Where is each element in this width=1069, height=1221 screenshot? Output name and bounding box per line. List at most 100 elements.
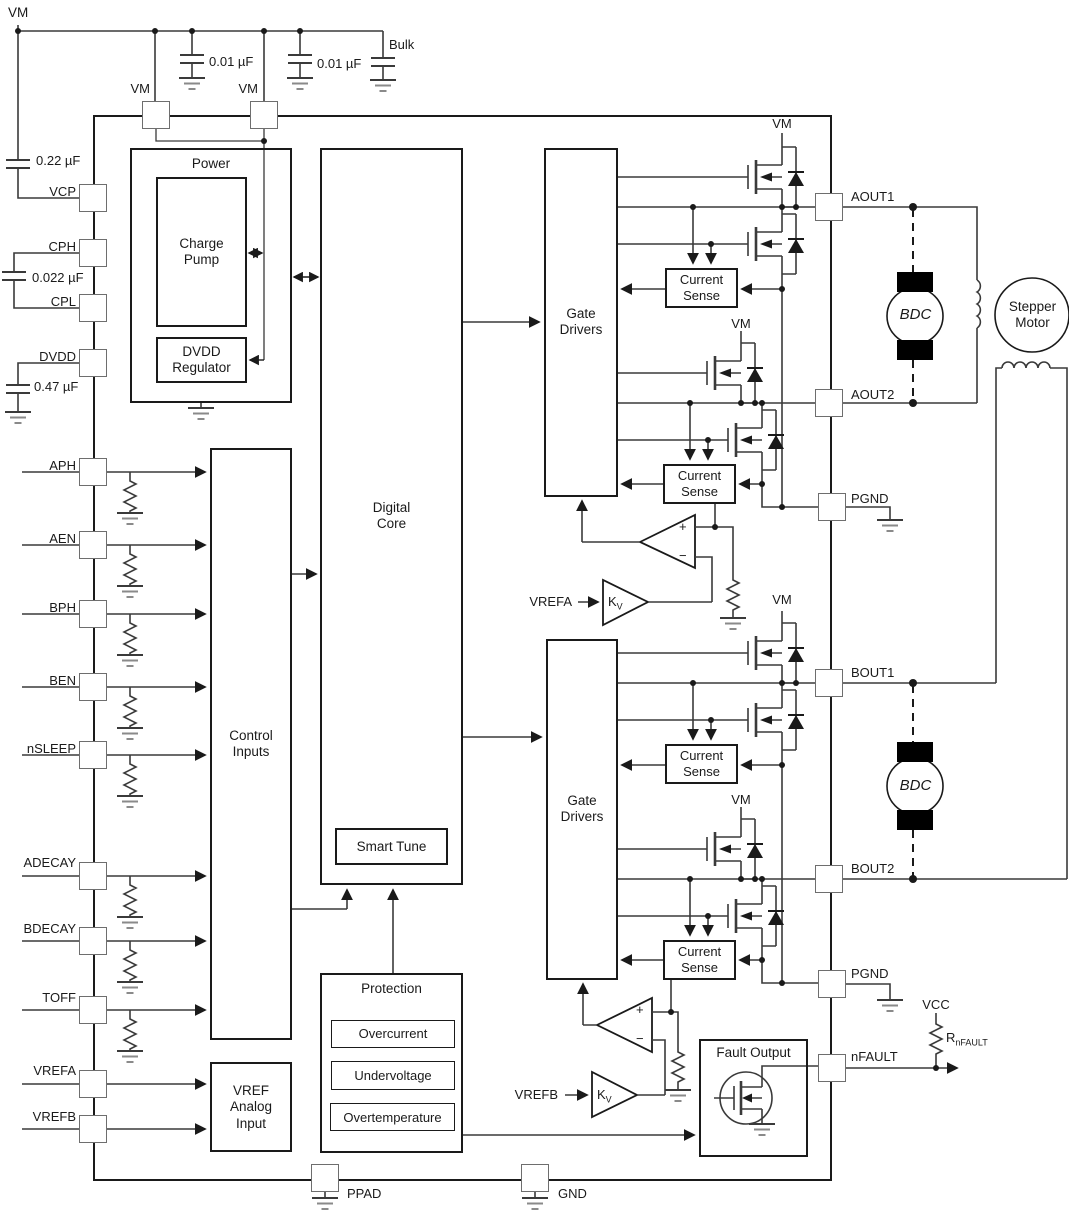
pin-ben-label: BEN xyxy=(49,673,76,688)
pin-vcp-label: VCP xyxy=(49,184,76,199)
digital-core-block xyxy=(320,148,463,885)
cap-top1-label: 0.01 µF xyxy=(209,54,254,69)
vcc-label: VCC xyxy=(922,997,950,1012)
fault-output-block xyxy=(699,1039,808,1157)
gate-drivers-b-label: Gate Drivers xyxy=(560,793,604,825)
b-bridge xyxy=(618,611,818,984)
pin-aout2-label: AOUT2 xyxy=(851,387,895,402)
gate-drivers-a-block xyxy=(544,148,618,497)
a-bridge xyxy=(618,133,818,508)
pin-aph-label: APH xyxy=(49,458,76,473)
current-sense-a2-label: Current Sense xyxy=(677,468,722,499)
pin-vm-2 xyxy=(250,101,278,129)
pin-aout1-label: AOUT1 xyxy=(851,189,895,204)
cap-dvdd-label: 0.47 µF xyxy=(34,379,79,394)
vm-a-hs1-label: VM xyxy=(772,116,792,131)
pin-bout2-label: BOUT2 xyxy=(851,861,895,876)
vm-rail-top xyxy=(17,25,384,199)
vref-analog-input-block xyxy=(210,1062,292,1152)
fault-output-label: Fault Output xyxy=(716,1045,791,1060)
pin-toff-label: TOFF xyxy=(42,990,76,1005)
stepper-motor-body xyxy=(994,277,1069,353)
cap-vcp-label: 0.22 µF xyxy=(36,153,81,168)
pin-bdecay xyxy=(79,927,107,955)
control-inputs-block xyxy=(210,448,292,1040)
pin-pgnd-b xyxy=(818,970,846,998)
pin-nsleep xyxy=(79,741,107,769)
pin-vrefa xyxy=(79,1070,107,1098)
overtemperature-block xyxy=(330,1103,455,1131)
smart-tune-label: Smart Tune xyxy=(356,839,427,854)
dvdd-regulator-label: DVDD Regulator xyxy=(172,344,231,376)
charge-pump-label: Charge Pump xyxy=(179,236,224,268)
current-sense-b2-block xyxy=(663,940,736,980)
nfault-resistor-label: RnFAULT xyxy=(946,1030,988,1048)
pin-vrefb-label: VREFB xyxy=(32,1109,76,1124)
vrefa-signal-label: VREFA xyxy=(529,594,572,609)
pin-cpl-label: CPL xyxy=(50,294,76,309)
pin-vcp xyxy=(79,184,107,212)
pin-dvdd-label: DVDD xyxy=(39,349,76,364)
overcurrent-block xyxy=(331,1020,455,1048)
pin-aout2 xyxy=(815,389,843,417)
kv-amp-a-label: KV xyxy=(608,594,623,612)
current-sense-b1-block xyxy=(665,744,738,784)
vm-a-hs2-label: VM xyxy=(731,316,751,331)
pin-aen-label: AEN xyxy=(49,531,76,546)
bdc-motor-a-label: BDC xyxy=(899,306,932,323)
vrefb-signal-label: VREFB xyxy=(514,1087,558,1102)
comparator-a-minus: − xyxy=(679,548,687,563)
charge-pump-block xyxy=(156,177,247,327)
comparator-b-plus: + xyxy=(636,1002,644,1017)
pin-nfault xyxy=(818,1054,846,1082)
pin-ben xyxy=(79,673,107,701)
gate-drivers-a-label: Gate Drivers xyxy=(559,306,603,338)
pin-adecay xyxy=(79,862,107,890)
kv-amp-b-label: KV xyxy=(597,1087,612,1105)
cap-top2-label: 0.01 µF xyxy=(317,56,362,71)
control-inputs-label: Control Inputs xyxy=(229,728,273,760)
current-sense-a1-block xyxy=(665,268,738,308)
pin-nsleep-label: nSLEEP xyxy=(26,741,76,756)
vm-b-hs2-label: VM xyxy=(731,792,751,807)
undervoltage-block xyxy=(331,1061,455,1090)
pin-aout1 xyxy=(815,193,843,221)
pin-vm2-label: VM xyxy=(238,81,259,96)
pin-aph xyxy=(79,458,107,486)
smart-tune-block xyxy=(335,828,448,865)
current-sense-a2-block xyxy=(663,464,736,504)
gate-drivers-b-block xyxy=(546,639,618,980)
pin-nfault-label: nFAULT xyxy=(851,1049,898,1064)
junction-dots xyxy=(15,28,939,1071)
pin-bph xyxy=(79,600,107,628)
a-comparator xyxy=(602,513,696,627)
pin-bout2 xyxy=(815,865,843,893)
pin-cpl xyxy=(79,294,107,322)
b-comparator xyxy=(591,996,653,1119)
pin-cph xyxy=(79,239,107,267)
dvdd-regulator-block xyxy=(156,337,247,383)
pin-bdecay-label: BDECAY xyxy=(23,921,77,936)
vref-analog-input-label: VREF Analog Input xyxy=(229,1083,273,1131)
pin-gnd-label: GND xyxy=(558,1186,587,1201)
ic-outline xyxy=(93,115,832,1181)
pin-bout1-label: BOUT1 xyxy=(851,665,895,680)
stepper-motor-label: Stepper Motor xyxy=(1008,299,1057,331)
pin-vrefb xyxy=(79,1115,107,1143)
fault-fet xyxy=(714,1065,818,1124)
pin-bph-label: BPH xyxy=(49,600,76,615)
pin-vrefa-label: VREFA xyxy=(33,1063,76,1078)
overcurrent-label: Overcurrent xyxy=(358,1026,428,1041)
b-winding xyxy=(995,361,1068,879)
cap-chargepump-label: 0.022 µF xyxy=(32,270,84,285)
pin-vm1-label: VM xyxy=(130,81,151,96)
power-block xyxy=(130,148,292,403)
pin-bout1 xyxy=(815,669,843,697)
pin-pgnd-a xyxy=(818,493,846,521)
current-sense-b1-label: Current Sense xyxy=(679,748,724,779)
pin-dvdd xyxy=(79,349,107,377)
current-sense-b2-label: Current Sense xyxy=(677,944,722,975)
pin-adecay-label: ADECAY xyxy=(23,855,77,870)
